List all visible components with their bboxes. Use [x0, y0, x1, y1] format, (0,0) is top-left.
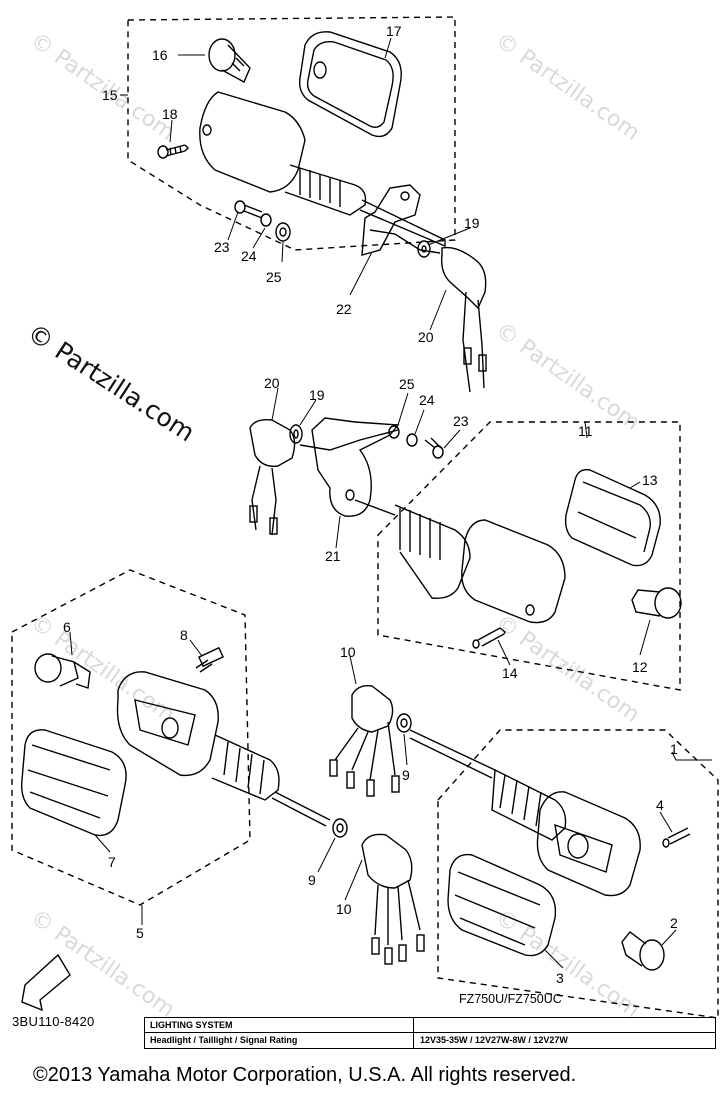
spec-value: 12V35-35W / 12V27W-8W / 12V27W [420, 1035, 568, 1045]
lens-7 [20, 729, 127, 837]
bolt-23-mid [424, 437, 444, 459]
assembly-outline-15 [127, 16, 456, 251]
lens-13 [564, 469, 661, 567]
callout-19-mid: 19 [309, 387, 325, 403]
washer-24-mid [406, 433, 418, 447]
screw-8 [195, 646, 225, 673]
bulb-6 [34, 653, 91, 689]
callout-13: 13 [642, 472, 658, 488]
housing-5 [116, 671, 331, 827]
callout-23: 23 [214, 239, 230, 255]
callout-18: 18 [162, 106, 178, 122]
socket-20-top [440, 246, 487, 393]
lens-3 [447, 853, 557, 957]
washer-25-mid [388, 425, 400, 439]
grommet-9-left [332, 818, 348, 838]
grommet-19-mid [289, 424, 303, 444]
callout-8: 8 [180, 627, 188, 643]
callout-4: 4 [656, 797, 664, 813]
bracket-21 [299, 417, 400, 517]
socket-10-bottom [361, 833, 425, 965]
bulb-2 [621, 931, 665, 971]
callout-10-bottom: 10 [336, 901, 352, 917]
washer-24 [260, 213, 272, 227]
screw-14 [472, 627, 506, 649]
callout-21: 21 [325, 548, 341, 564]
fwd-badge: FWD [29, 981, 54, 1004]
screw-18 [157, 144, 189, 159]
screw-4 [662, 827, 691, 848]
leader-lines [69, 37, 712, 969]
callout-6: 6 [63, 619, 71, 635]
spec-divider [413, 1018, 414, 1048]
callout-24: 24 [241, 248, 257, 264]
bulb-16 [208, 38, 251, 83]
assembly-outline-5 [11, 569, 251, 906]
callout-25-mid: 25 [399, 376, 415, 392]
spec-label: Headlight / Taillight / Signal Rating [150, 1035, 298, 1045]
grommet-19-top [417, 240, 431, 258]
housing-top [199, 91, 446, 248]
bolt-23 [234, 200, 263, 219]
callout-9-top: 9 [402, 767, 410, 783]
bulb-12 [631, 587, 682, 619]
spec-table: LIGHTING SYSTEM Headlight / Taillight / … [144, 1017, 716, 1049]
assembly-outline-11 [377, 421, 681, 691]
callout-10-top: 10 [340, 644, 356, 660]
callout-9-bottom: 9 [308, 872, 316, 888]
fwd-arrow [21, 953, 71, 1012]
socket-10-top [329, 685, 400, 797]
reference-code: 3BU110-8420 [12, 1014, 95, 1029]
callout-24-mid: 24 [419, 392, 435, 408]
spec-header: LIGHTING SYSTEM [150, 1020, 233, 1030]
assembly-outline-1 [437, 729, 719, 1019]
copyright: ©2013 Yamaha Motor Corporation, U.S.A. A… [33, 1064, 577, 1086]
callout-2: 2 [670, 915, 678, 931]
lens-17 [298, 31, 402, 138]
socket-20-mid [249, 418, 296, 536]
callout-25: 25 [266, 269, 282, 285]
callout-14: 14 [502, 665, 518, 681]
callout-11: 11 [578, 423, 593, 439]
callout-19: 19 [464, 215, 480, 231]
callout-16: 16 [152, 47, 168, 63]
callout-17: 17 [386, 23, 402, 39]
housing-11 [354, 499, 566, 624]
callout-15: 15 [102, 87, 118, 103]
callout-23-mid: 23 [453, 413, 469, 429]
grommet-9-right [396, 713, 412, 733]
callout-7: 7 [108, 854, 116, 870]
callout-20: 20 [418, 329, 434, 345]
callout-3: 3 [556, 970, 564, 986]
callout-12: 12 [632, 659, 648, 675]
spec-header-row: LIGHTING SYSTEM [145, 1018, 715, 1033]
callout-1: 1 [670, 741, 678, 757]
spec-row: Headlight / Taillight / Signal Rating 12… [145, 1033, 715, 1047]
callout-22: 22 [336, 301, 352, 317]
housing-1 [409, 729, 641, 897]
callout-5: 5 [136, 925, 144, 941]
washer-25 [275, 222, 291, 242]
callout-labels: 16 17 15 18 23 24 25 22 19 20 20 19 25 2… [63, 23, 678, 986]
model-label: FZ750U/FZ750UC [459, 992, 562, 1006]
callout-20-mid: 20 [264, 375, 280, 391]
